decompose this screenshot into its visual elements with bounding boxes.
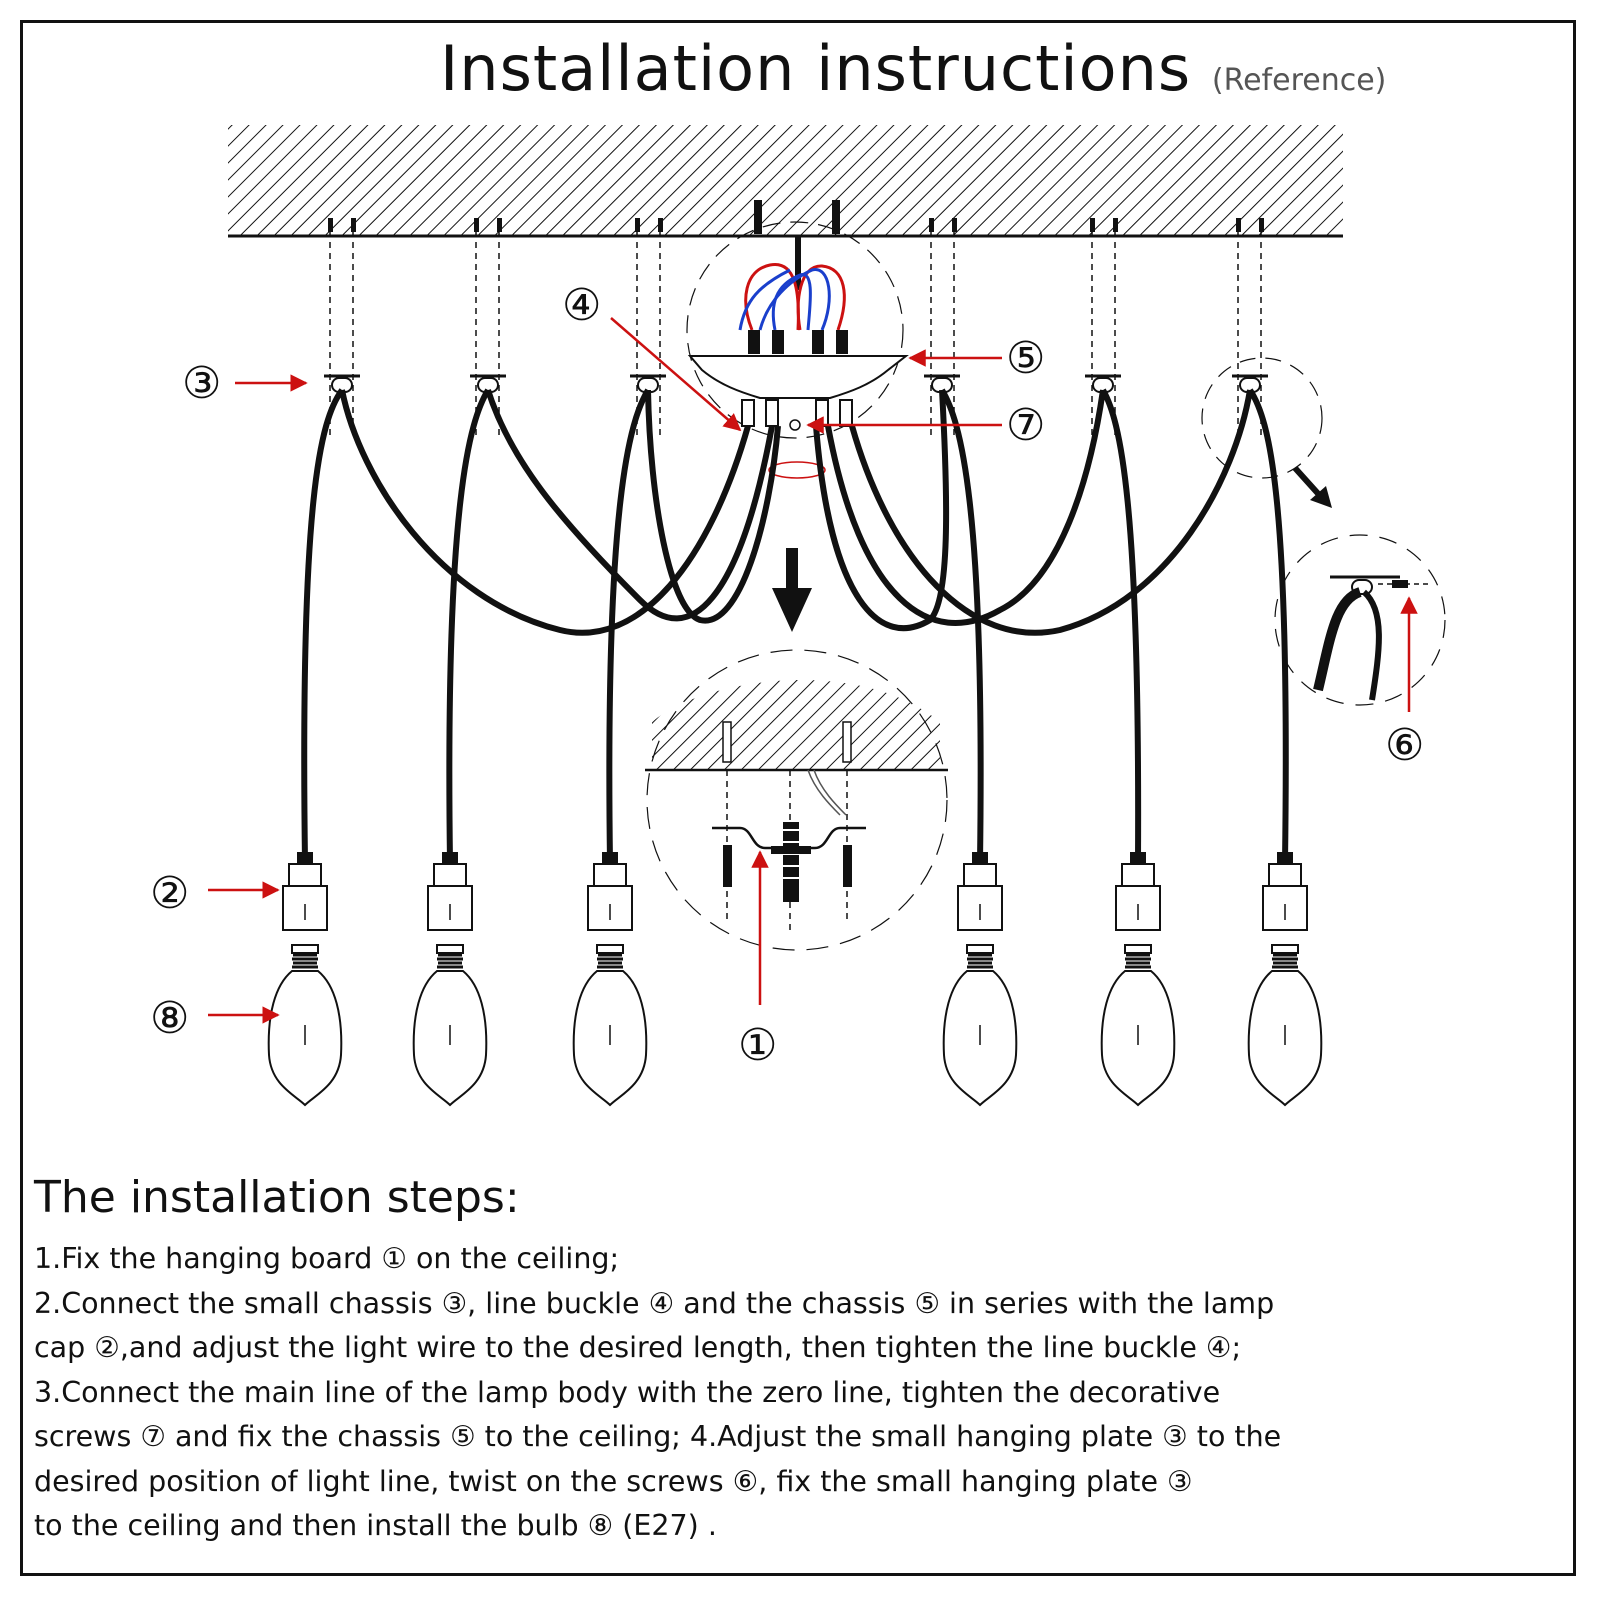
installation-diagram: ③ ② ⑧ ④ ⑤ ⑦ ① ⑥ — [150, 125, 1446, 1107]
step-line: desired position of light line, twist on… — [34, 1464, 1193, 1498]
callout-2: ② — [150, 868, 189, 919]
callout-labels: ③ ② ⑧ ④ ⑤ ⑦ ① ⑥ — [150, 280, 1424, 1071]
page-frame — [20, 20, 1576, 1576]
installation-steps: The installation steps: 1.Fix the hangin… — [34, 1172, 1564, 1549]
hanging-board-detail — [645, 649, 948, 951]
callout-3: ③ — [182, 358, 221, 409]
callout-4: ④ — [562, 280, 601, 331]
main-chassis — [686, 221, 909, 479]
screw-detail — [1201, 357, 1446, 706]
screw-guide-lines — [329, 220, 1262, 440]
title-note: (Reference) — [1211, 63, 1387, 98]
page-title: Installation instructions (Reference) — [440, 32, 1386, 105]
lamp-cords — [301, 388, 1289, 863]
callout-7: ⑦ — [1006, 400, 1045, 451]
down-arrow — [772, 548, 812, 632]
step-line: to the ceiling and then install the bulb… — [34, 1509, 717, 1542]
callout-6: ⑥ — [1385, 720, 1424, 771]
title-text: Installation instructions — [440, 32, 1192, 105]
step-line: cap ②,and adjust the light wire to the d… — [34, 1331, 1242, 1364]
ceiling — [228, 125, 1343, 238]
step-line: 2.Connect the small chassis ③, line buck… — [34, 1286, 1275, 1320]
callout-arrows — [208, 317, 1418, 1024]
step-line: screws ⑦ and fix the chassis ⑤ to the ce… — [34, 1420, 1282, 1453]
step-line: 1.Fix the hanging board ① on the ceiling… — [34, 1242, 620, 1275]
callout-5: ⑤ — [1006, 333, 1045, 384]
steps-heading: The installation steps: — [34, 1172, 520, 1223]
step-line: 3.Connect the main line of the lamp body… — [34, 1375, 1221, 1409]
ceiling-screws — [328, 200, 1264, 234]
callout-1: ① — [738, 1020, 777, 1071]
bulbs — [267, 943, 1323, 1107]
callout-8: ⑧ — [150, 993, 189, 1044]
